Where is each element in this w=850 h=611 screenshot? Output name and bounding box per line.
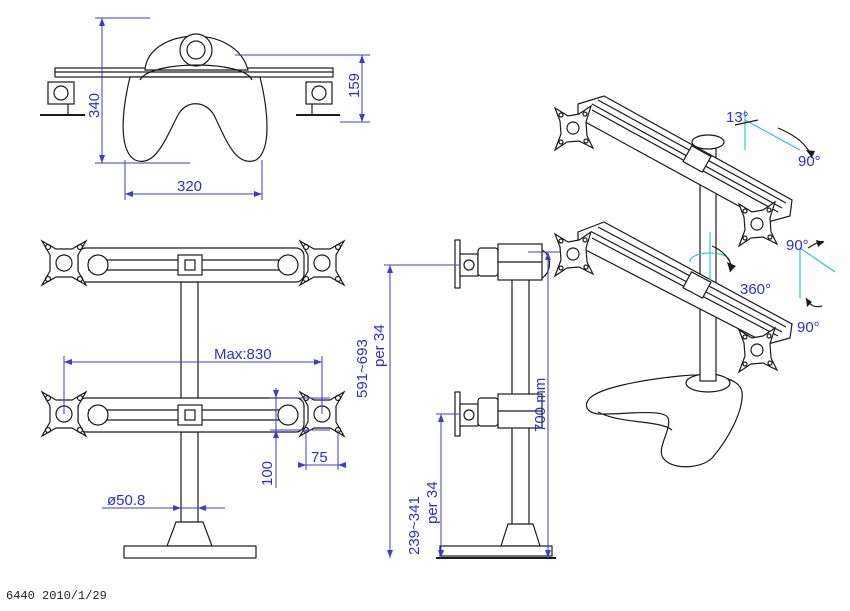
dim-lower-arm-step: per 34: [424, 481, 441, 524]
front-pole-lower: [180, 431, 199, 525]
lower-arm-center-clamp: [177, 404, 203, 426]
pivot-angle-lower-label: 90°: [797, 319, 820, 336]
clamp-left: [47, 81, 75, 105]
dim-base-depth: 340: [86, 93, 103, 118]
dim-base-height: 159: [346, 73, 363, 98]
dim-lower-arm-range: 239~341: [406, 496, 423, 555]
dim-arm-max-width: Max:830: [214, 346, 272, 363]
side-base-neck: [500, 523, 541, 547]
pole-top-circle: [179, 33, 213, 67]
vesa-plate-upper-right: [299, 240, 345, 286]
front-base-plate: [123, 545, 257, 559]
dim-base-width: 320: [177, 178, 202, 195]
dim-vesa-spacing: 75: [311, 449, 328, 466]
swivel-angle-label: 90°: [798, 153, 821, 170]
iso-vesa-lower-left: [554, 231, 594, 277]
front-pole-upper: [180, 281, 199, 401]
front-base-neck: [166, 521, 213, 547]
rotation-angle-label: 360°: [740, 281, 771, 298]
base-foot-u-shape: [122, 76, 268, 162]
side-view: 591~693 per 34 239~341 per 34 700 mm: [354, 239, 560, 559]
front-view: Max:830 75 100 ø50.8: [41, 240, 346, 559]
isometric-view: 13° 90° 360° 90° 90°: [554, 95, 836, 468]
side-pole-upper: [511, 271, 530, 397]
tilt-angle-label: 13°: [726, 109, 749, 126]
dim-upper-arm-range: 591~693: [354, 339, 371, 398]
clamp-right: [305, 81, 333, 105]
iso-base-foot: [585, 374, 743, 468]
dim-pole-diameter: ø50.8: [107, 492, 145, 509]
dim-upper-arm-step: per 34: [371, 324, 388, 367]
drawing-footer-id-date: 6440 2010/1/29: [6, 589, 107, 603]
upper-arm-center-clamp: [177, 254, 203, 276]
dim-pole-height: 700 mm: [532, 378, 549, 432]
pivot-angle-upper-label: 90°: [786, 237, 809, 254]
dim-vesa-height: 100: [259, 461, 276, 486]
side-base-plate: [439, 545, 553, 557]
iso-vesa-upper-left: [554, 105, 594, 151]
top-view: 340 159 320: [40, 17, 370, 200]
side-pole-lower: [511, 419, 530, 527]
side-vesa-plate-upper: [454, 239, 461, 289]
